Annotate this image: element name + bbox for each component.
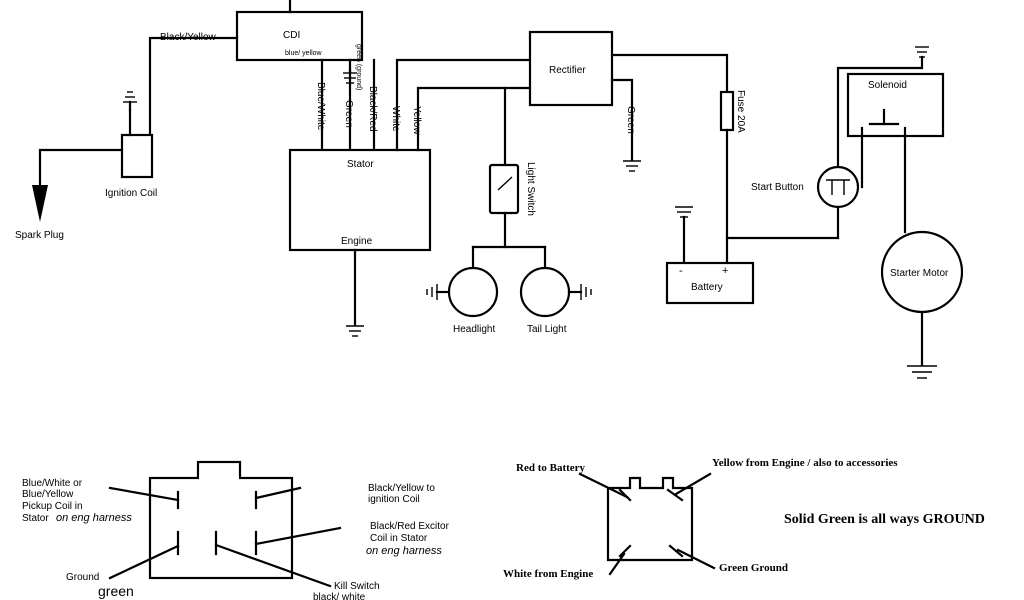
stator-label: Stator — [347, 159, 374, 170]
battery-plus: + — [722, 265, 728, 277]
battery-label: Battery — [691, 282, 723, 293]
cdi-conn-label-tl-4b: on eng harness — [56, 512, 132, 524]
rectifier-label: Rectifier — [549, 65, 586, 76]
ignition-coil: Ignition Coil — [105, 91, 157, 199]
cdi-conn-label-green: green — [98, 583, 134, 599]
rectifier: Rectifier Green — [528, 30, 729, 172]
spark-plug: Spark Plug — [15, 148, 124, 241]
ignition-coil-label: Ignition Coil — [105, 188, 157, 199]
wire-black-yellow: Black/Yellow — [148, 32, 239, 137]
cdi-stator-wires: Blue/White Green Black/Red — [315, 58, 378, 152]
cdi-conn-label-tl-1: Blue/White or — [22, 478, 83, 489]
cdi-conn-label-tl-2: Blue/Yellow — [22, 489, 74, 500]
cdi-conn-label-mr-3: on eng harness — [366, 545, 442, 557]
rectifier-connector-diagram: Red to Battery Yellow from Engine / also… — [503, 457, 898, 580]
solenoid-label: Solenoid — [868, 80, 907, 91]
start-button-label: Start Button — [751, 182, 804, 193]
wire-label-black-yellow: Black/Yellow — [160, 32, 217, 43]
spark-plug-label: Spark Plug — [15, 230, 64, 241]
cdi-conn-label-kill-1: Kill Switch — [334, 581, 380, 592]
cdi-conn-label-mr-1: Black/Red Excitor — [370, 521, 450, 532]
ground-note: Solid Green is all ways GROUND — [784, 512, 985, 527]
rect-conn-red-to-battery: Red to Battery — [516, 462, 586, 474]
cdi-unit: CDI blue/ yellow green (ground) — [235, 0, 364, 90]
cdi-blue-yellow-label: blue/ yellow — [285, 50, 323, 57]
cdi-conn-label-kill-2: black/ white — [313, 592, 366, 600]
lighting-circuit: Light Switch Headlight Tail Light — [426, 86, 592, 335]
cdi-conn-label-tl-3: Pickup Coil in — [22, 501, 83, 512]
cdi-conn-label-tr-2: ignition Coil — [368, 494, 420, 505]
wire-label-blue-white: Blue/White — [315, 82, 326, 131]
wire-label-white: White — [390, 106, 401, 132]
rect-conn-yellow-from-engine: Yellow from Engine / also to accessories — [712, 457, 898, 469]
tail-light-label: Tail Light — [527, 324, 567, 335]
cdi-label: CDI — [283, 30, 300, 41]
cdi-green-ground-label: green (ground) — [355, 44, 362, 90]
cdi-conn-label-tl-4a: Stator — [22, 513, 49, 524]
headlight-label: Headlight — [453, 324, 495, 335]
starter-circuit: Solenoid Start Button Starter Motor — [751, 46, 964, 379]
headlight-bulb — [447, 266, 499, 318]
wire-label-black-red: Black/Red — [367, 86, 378, 132]
start-button-symbol — [816, 165, 860, 209]
rect-conn-green-ground: Green Ground — [719, 562, 788, 574]
light-switch-label: Light Switch — [525, 162, 536, 216]
starter-motor-label: Starter Motor — [890, 268, 949, 279]
wire-label-green: Green — [343, 100, 354, 128]
charging-circuit: Fuse 20A - + Battery — [665, 90, 840, 305]
wire-label-rect-green: Green — [625, 106, 636, 134]
cdi-conn-label-ground: Ground — [66, 572, 99, 583]
fuse-label: Fuse 20A — [735, 90, 746, 133]
stator-engine: Stator Engine — [288, 148, 432, 337]
engine-label: Engine — [341, 236, 373, 247]
rect-conn-white-from-engine: White from Engine — [503, 568, 593, 580]
wire-label-yellow: Yellow — [411, 106, 422, 135]
stator-rectifier-wires: White Yellow — [390, 58, 532, 152]
cdi-connector-diagram: Blue/White or Blue/Yellow Pickup Coil in… — [22, 460, 450, 600]
tail-light-bulb — [519, 266, 571, 318]
cdi-conn-label-mr-2: Coil in Stator — [370, 533, 428, 544]
cdi-conn-label-tr-1: Black/Yellow to — [368, 483, 435, 494]
battery-minus: - — [679, 265, 683, 277]
